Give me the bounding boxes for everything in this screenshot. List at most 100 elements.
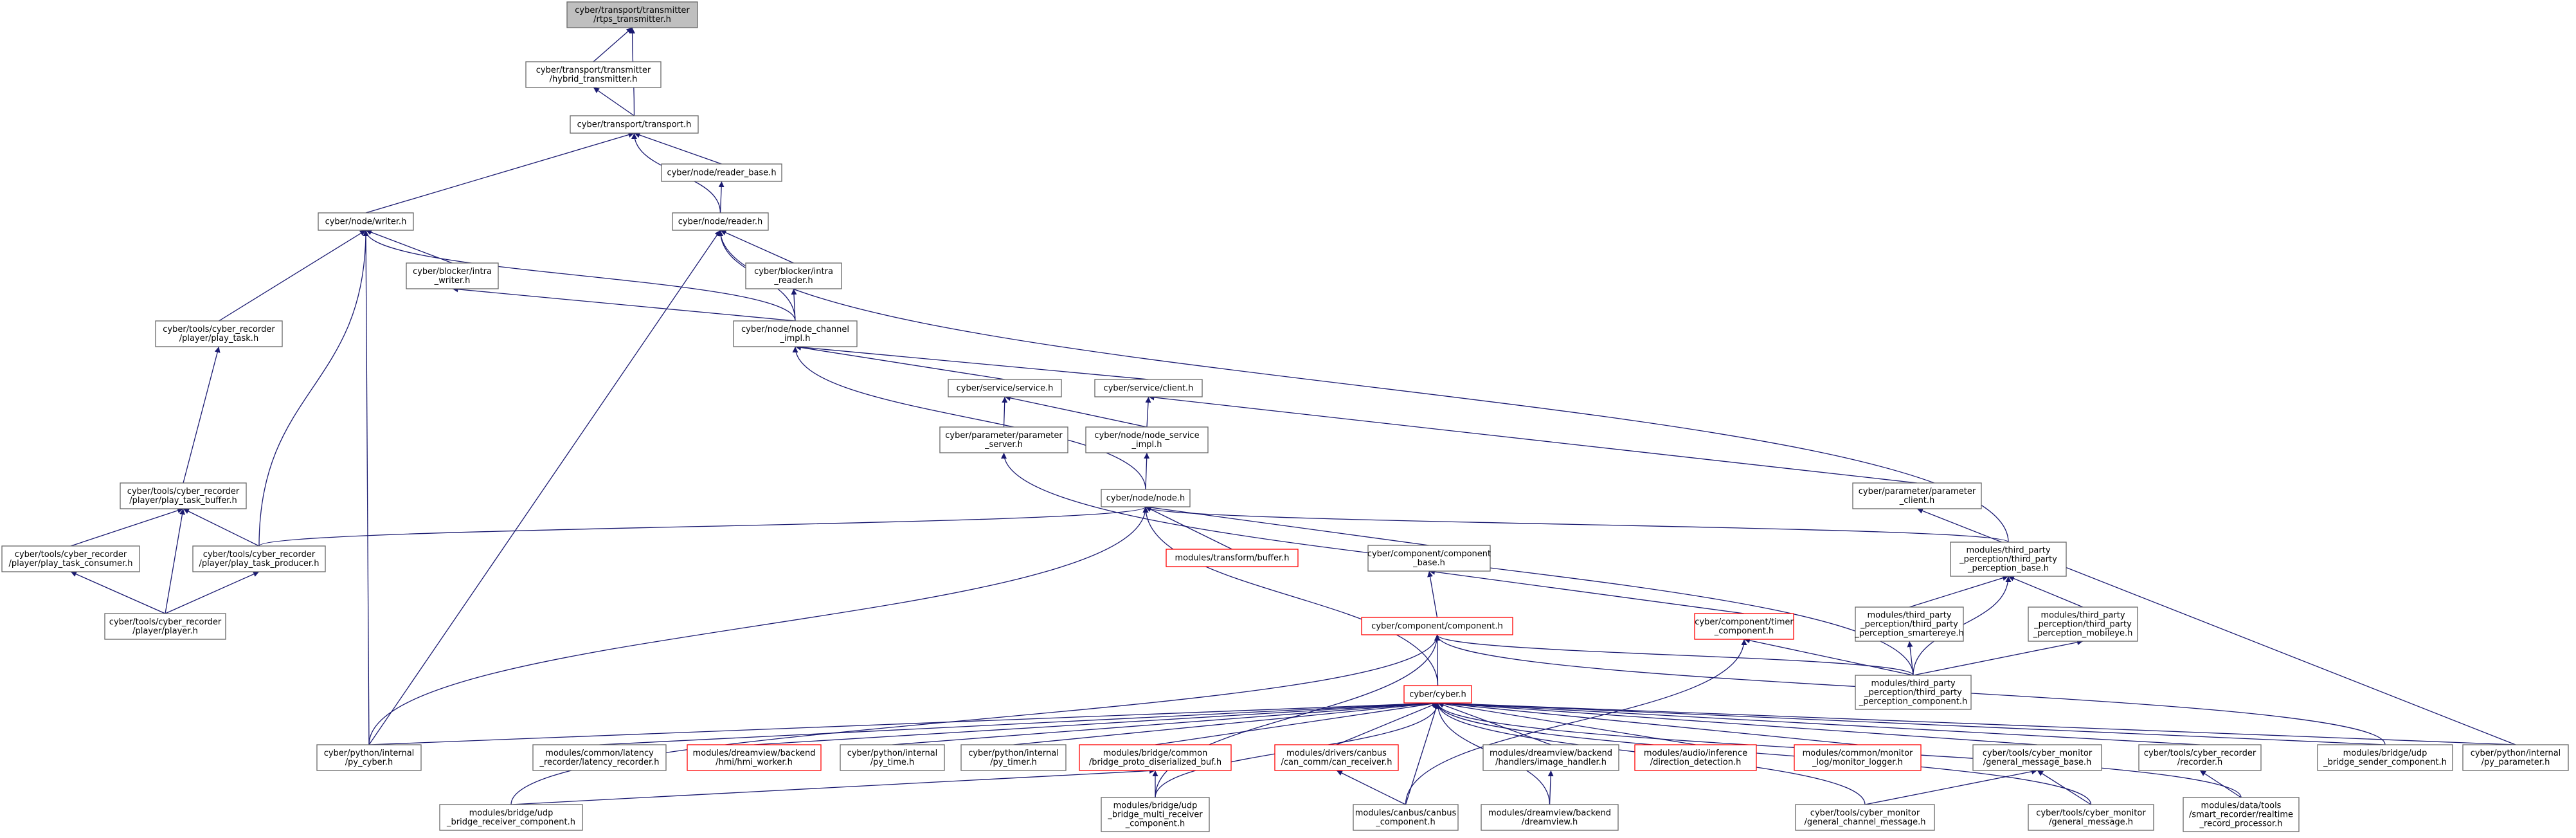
node-py_time[interactable]: cyber/python/internal/py_time.h: [840, 744, 945, 771]
node-recorder[interactable]: cyber/tools/cyber_recorder/recorder.h: [2138, 744, 2262, 771]
node-box-client[interactable]: [1094, 379, 1203, 397]
node-box-service[interactable]: [948, 379, 1062, 397]
node-tp_mobileye[interactable]: modules/third_party_perception/third_par…: [2028, 606, 2138, 642]
node-box-timer_component[interactable]: [1694, 613, 1794, 640]
node-player[interactable]: cyber/tools/cyber_recorder/player/player…: [104, 613, 226, 640]
node-box-tp_smartereye[interactable]: [1855, 606, 1964, 642]
node-play_task_consumer[interactable]: cyber/tools/cyber_recorder/player/play_t…: [1, 545, 140, 572]
node-box-node_service[interactable]: [1085, 426, 1209, 453]
node-tp_base[interactable]: modules/third_party_perception/third_par…: [1950, 542, 2067, 577]
node-box-py_time[interactable]: [840, 744, 945, 771]
node-box-hmi_worker[interactable]: [687, 744, 822, 771]
node-intra_reader[interactable]: cyber/blocker/intra_reader.h: [745, 262, 842, 289]
node-param_client[interactable]: cyber/parameter/parameter_client.h: [1852, 482, 1982, 509]
node-box-play_task[interactable]: [155, 320, 283, 347]
node-box-direction[interactable]: [1634, 744, 1757, 771]
node-timer_component[interactable]: cyber/component/timer_component.h: [1694, 613, 1794, 640]
node-box-node[interactable]: [1101, 489, 1191, 507]
node-box-node_channel[interactable]: [733, 320, 858, 347]
node-box-py_timer[interactable]: [960, 744, 1067, 771]
node-realtime_rec[interactable]: modules/data/tools/smart_recorder/realti…: [2183, 797, 2300, 832]
node-monitor_logger[interactable]: modules/common/monitor_log/monitor_logge…: [1794, 744, 1922, 771]
node-component[interactable]: cyber/component/component.h: [1361, 617, 1513, 635]
node-box-tp_base[interactable]: [1950, 542, 2067, 577]
node-box-udp_multi[interactable]: [1101, 797, 1210, 832]
node-box-recorder[interactable]: [2138, 744, 2262, 771]
node-reader[interactable]: cyber/node/reader.h: [672, 212, 769, 231]
node-box-udp_sender[interactable]: [2317, 744, 2453, 771]
node-py_parameter[interactable]: cyber/python/internal/py_parameter.h: [2462, 744, 2569, 771]
node-box-component_base[interactable]: [1367, 545, 1491, 572]
node-box-param_server[interactable]: [939, 426, 1068, 453]
node-service[interactable]: cyber/service/service.h: [948, 379, 1062, 397]
node-box-udp_receiver[interactable]: [439, 804, 583, 831]
node-play_task_producer[interactable]: cyber/tools/cyber_recorder/player/play_t…: [192, 545, 326, 572]
node-play_task[interactable]: cyber/tools/cyber_recorder/player/play_t…: [155, 320, 283, 347]
node-reader_base[interactable]: cyber/node/reader_base.h: [661, 163, 782, 182]
node-hybrid[interactable]: cyber/transport/transmitter/hybrid_trans…: [525, 61, 662, 88]
node-box-py_cyber[interactable]: [316, 744, 422, 771]
node-box-dreamview[interactable]: [1481, 804, 1619, 831]
node-py_timer[interactable]: cyber/python/internal/py_timer.h: [960, 744, 1067, 771]
node-cyber[interactable]: cyber/cyber.h: [1403, 685, 1472, 704]
node-node_channel[interactable]: cyber/node/node_channel_impl.h: [733, 320, 858, 347]
node-direction[interactable]: modules/audio/inference/direction_detect…: [1634, 744, 1757, 771]
node-udp_sender[interactable]: modules/bridge/udp_bridge_sender_compone…: [2317, 744, 2453, 771]
node-node[interactable]: cyber/node/node.h: [1101, 489, 1191, 507]
node-box-tp_mobileye[interactable]: [2028, 606, 2138, 642]
node-box-canbus_component[interactable]: [1353, 804, 1459, 831]
node-component_base[interactable]: cyber/component/component_base.h: [1367, 545, 1491, 572]
node-box-transform_buffer[interactable]: [1166, 549, 1299, 567]
node-box-intra_reader[interactable]: [745, 262, 842, 289]
node-latency[interactable]: modules/common/latency_recorder/latency_…: [532, 744, 667, 771]
node-box-param_client[interactable]: [1852, 482, 1982, 509]
node-play_task_buffer[interactable]: cyber/tools/cyber_recorder/player/play_t…: [120, 482, 247, 509]
node-box-py_parameter[interactable]: [2462, 744, 2569, 771]
node-client[interactable]: cyber/service/client.h: [1094, 379, 1203, 397]
node-box-latency[interactable]: [532, 744, 667, 771]
node-node_service[interactable]: cyber/node/node_service_impl.h: [1085, 426, 1209, 453]
node-gen_msg_base[interactable]: cyber/tools/cyber_monitor/general_messag…: [1972, 744, 2102, 771]
node-box-hybrid[interactable]: [525, 61, 662, 88]
node-tp_smartereye[interactable]: modules/third_party_perception/third_par…: [1854, 606, 1964, 642]
node-box-rtps[interactable]: [566, 1, 698, 28]
node-box-component[interactable]: [1361, 617, 1513, 635]
node-box-writer[interactable]: [318, 212, 414, 231]
node-box-play_task_consumer[interactable]: [1, 545, 140, 572]
node-rtps[interactable]: cyber/transport/transmitter/rtps_transmi…: [566, 1, 698, 28]
node-tp_component[interactable]: modules/third_party_perception/third_par…: [1855, 675, 1972, 710]
node-box-gen_msg[interactable]: [2028, 804, 2154, 831]
node-can_receiver[interactable]: modules/drivers/canbus/can_comm/can_rece…: [1274, 744, 1399, 771]
node-image_handler[interactable]: modules/dreamview/backend/handlers/image…: [1482, 744, 1619, 771]
node-writer[interactable]: cyber/node/writer.h: [318, 212, 414, 231]
node-gen_msg[interactable]: cyber/tools/cyber_monitor/general_messag…: [2028, 804, 2154, 831]
node-box-realtime_rec[interactable]: [2183, 797, 2300, 832]
node-box-reader[interactable]: [672, 212, 769, 231]
node-box-monitor_logger[interactable]: [1794, 744, 1922, 771]
node-udp_receiver[interactable]: modules/bridge/udp_bridge_receiver_compo…: [439, 804, 583, 831]
node-py_cyber[interactable]: cyber/python/internal/py_cyber.h: [316, 744, 422, 771]
node-intra_writer[interactable]: cyber/blocker/intra_writer.h: [406, 262, 499, 289]
node-box-tp_component[interactable]: [1855, 675, 1972, 710]
node-param_server[interactable]: cyber/parameter/parameter_server.h: [939, 426, 1068, 453]
node-hmi_worker[interactable]: modules/dreamview/backend/hmi/hmi_worker…: [687, 744, 822, 771]
node-box-proto_diser[interactable]: [1079, 744, 1232, 771]
node-box-intra_writer[interactable]: [406, 262, 499, 289]
node-gen_channel_msg[interactable]: cyber/tools/cyber_monitor/general_channe…: [1795, 804, 1935, 831]
node-box-player[interactable]: [104, 613, 226, 640]
node-transform_buffer[interactable]: modules/transform/buffer.h: [1166, 549, 1299, 567]
node-dreamview[interactable]: modules/dreamview/backend/dreamview.h: [1481, 804, 1619, 831]
node-box-reader_base[interactable]: [661, 163, 782, 182]
node-proto_diser[interactable]: modules/bridge/common/bridge_proto_diser…: [1079, 744, 1232, 771]
node-box-cyber[interactable]: [1403, 685, 1472, 704]
node-box-play_task_buffer[interactable]: [120, 482, 247, 509]
node-box-can_receiver[interactable]: [1274, 744, 1399, 771]
node-box-transport[interactable]: [570, 115, 699, 134]
node-transport[interactable]: cyber/transport/transport.h: [570, 115, 699, 134]
node-box-gen_msg_base[interactable]: [1972, 744, 2102, 771]
node-box-play_task_producer[interactable]: [192, 545, 326, 572]
node-canbus_component[interactable]: modules/canbus/canbus_component.h: [1353, 804, 1459, 831]
node-box-gen_channel_msg[interactable]: [1795, 804, 1935, 831]
node-box-image_handler[interactable]: [1482, 744, 1619, 771]
node-udp_multi[interactable]: modules/bridge/udp_bridge_multi_receiver…: [1101, 797, 1210, 832]
